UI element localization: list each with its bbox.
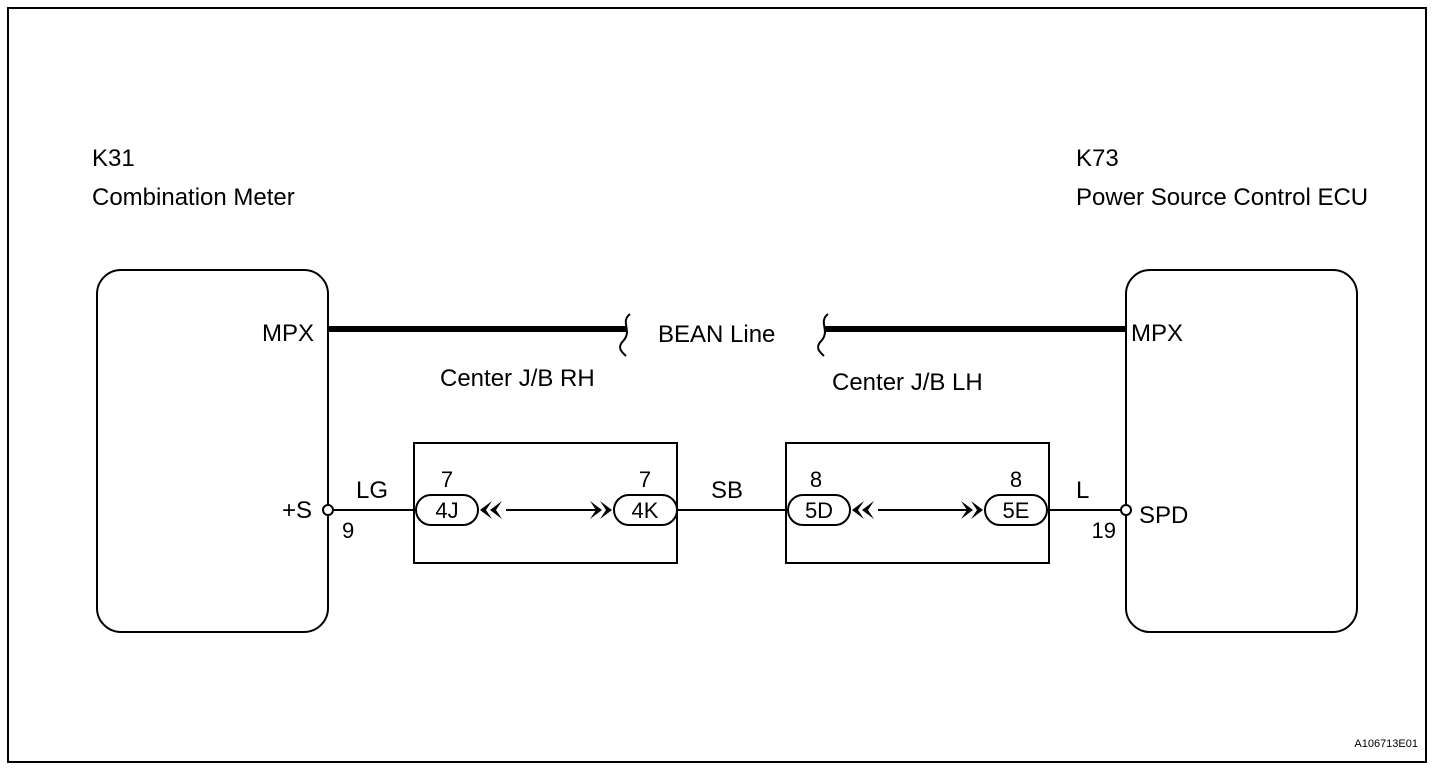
connector-4j [415,494,479,526]
left-mpx-label: MPX [262,320,314,347]
left-terminal-circle [322,504,334,516]
pin-5e: 8 [1010,467,1022,492]
pin-5d: 8 [810,467,822,492]
connector-4k-label: 4K [632,498,659,523]
jb-rh-label: Center J/B RH [440,365,595,392]
right-mpx-label: MPX [1131,320,1183,347]
wire-sb-label: SB [711,477,743,504]
left-component-code: K31 [92,145,135,172]
left-signal-label: +S [282,497,312,524]
bean-line-label: BEAN Line [658,321,775,348]
connector-5e-chevron [961,501,983,519]
connector-4j-chevron [480,501,502,519]
combination-meter-box [96,269,329,633]
right-terminal-circle [1120,504,1132,516]
connector-5e-label: 5E [1003,498,1030,523]
center-jb-rh-box [413,442,678,564]
wire-lg-label: LG [356,477,388,504]
break-mark-right [817,313,829,357]
wire-l-label: L [1076,477,1089,504]
center-jb-lh-box [785,442,1050,564]
figure-border [7,7,1427,763]
connector-4k [613,494,678,526]
right-component-code: K73 [1076,145,1119,172]
connector-5d-chevron [852,501,874,519]
connector-5d-label: 5D [805,498,833,523]
left-component-name: Combination Meter [92,184,295,211]
connector-5e [984,494,1048,526]
figure-reference: A106713E01 [1354,738,1418,750]
connector-4k-chevron [590,501,612,519]
connector-5d [787,494,851,526]
right-component-name: Power Source Control ECU [1076,184,1368,211]
left-pin-number: 9 [342,518,354,543]
right-pin-number: 19 [1092,518,1116,543]
connector-4j-label: 4J [435,498,458,523]
pin-4k: 7 [639,467,651,492]
right-signal-label: SPD [1139,502,1188,529]
pin-4j: 7 [441,467,453,492]
jb-lh-label: Center J/B LH [832,369,983,396]
break-mark-left [619,313,631,357]
power-source-ecu-box [1125,269,1358,633]
